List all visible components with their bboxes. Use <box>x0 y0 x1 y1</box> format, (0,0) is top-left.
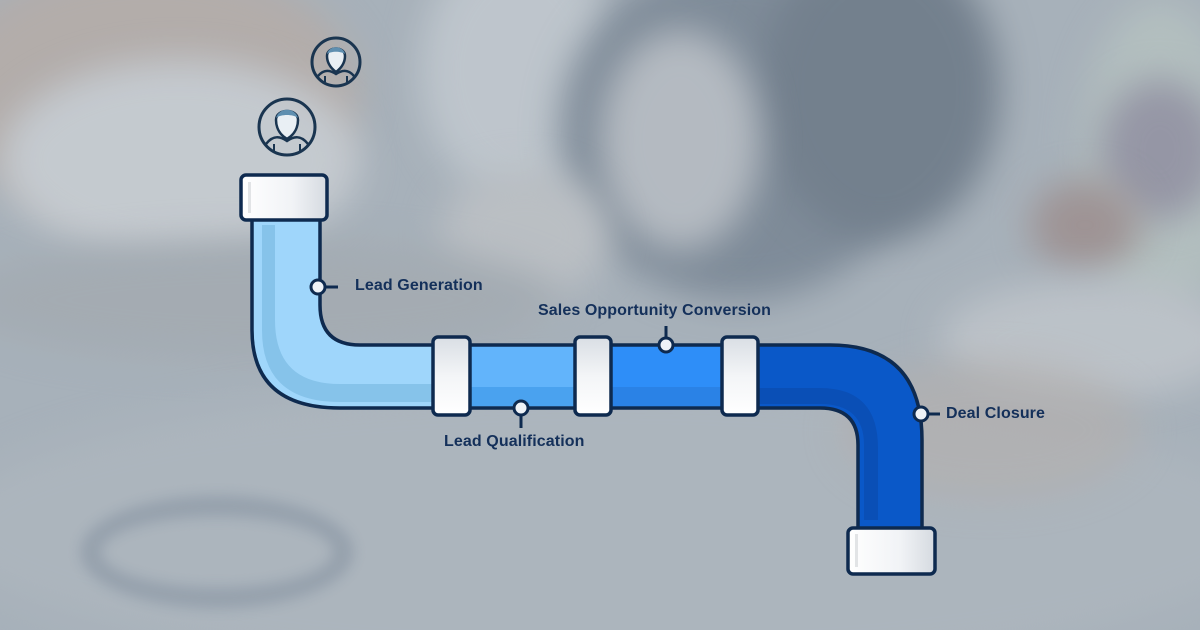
person-avatar-icon <box>310 36 362 88</box>
marker-lead-generation <box>309 278 338 296</box>
stage-label-lead-generation: Lead Generation <box>355 277 483 294</box>
marker-deal-closure <box>912 405 940 423</box>
pipe-segment-lead-qualification <box>463 343 582 410</box>
stage-label-sales-opportunity: Sales Opportunity Conversion <box>538 302 772 319</box>
pipe-coupler-top <box>239 173 329 222</box>
pipe-coupler-2 <box>573 335 613 417</box>
pipe-segment-deal-closure <box>750 343 924 534</box>
pipe-coupler-bottom <box>846 526 937 576</box>
marker-sales-opportunity <box>657 326 675 354</box>
stage-label-lead-qualification: Lead Qualification <box>444 433 585 450</box>
pipe-coupler-1 <box>431 335 472 417</box>
marker-lead-qualification <box>512 399 530 428</box>
stage-label-deal-closure: Deal Closure <box>946 405 1046 422</box>
person-avatar-icon <box>257 97 317 157</box>
pipe-coupler-3 <box>720 335 760 417</box>
pipe-segment-lead-generation <box>250 213 442 410</box>
pipe-segment-sales-opportunity <box>604 343 730 410</box>
